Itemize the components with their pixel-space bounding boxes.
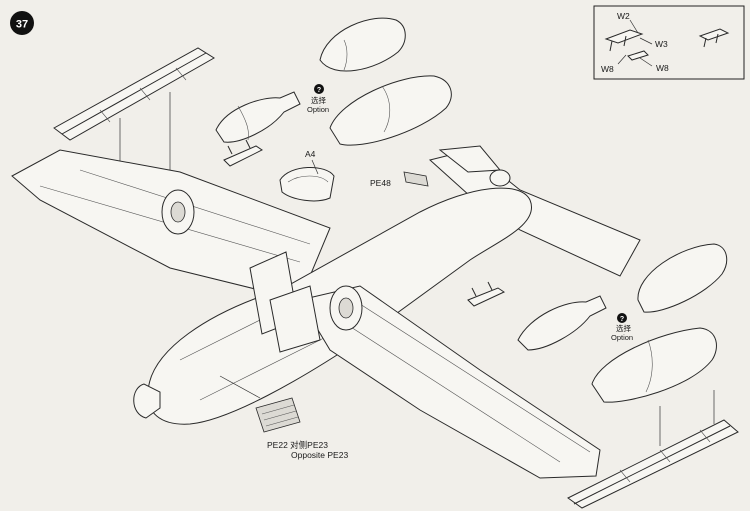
inset-label-w8-left: W8 (601, 64, 614, 74)
option-right-en: Option (611, 333, 633, 342)
pe22-part (219, 375, 301, 433)
option-callout-top: ? 选择 Option (307, 84, 329, 114)
inset-label-w2: W2 (617, 11, 630, 21)
bomb-top (215, 91, 301, 167)
drop-tank-right-upper (637, 243, 728, 313)
bomb-right (467, 281, 607, 351)
option-top-en: Option (307, 105, 329, 114)
svg-text:?: ? (317, 87, 321, 94)
rocket-launcher-right (567, 390, 739, 509)
detail-inset: W2 W3 W8 W8 (593, 5, 745, 80)
option-top-cn: 选择 (311, 95, 326, 105)
svg-text:?: ? (620, 316, 624, 323)
pe48-part: PE48 (370, 171, 429, 188)
inset-label-w8-right: W8 (656, 63, 669, 73)
label-a4: A4 (305, 149, 316, 159)
option-callout-right: ? 选择 Option (611, 313, 633, 342)
step-badge: 37 (10, 11, 34, 35)
canopy-part: A4 (279, 149, 335, 202)
aircraft (11, 145, 641, 479)
option-right-cn: 选择 (616, 323, 631, 333)
label-pe22: PE22 对侧PE23 (267, 440, 328, 450)
label-opposite-pe23: Opposite PE23 (291, 450, 348, 460)
drop-tank-top-lower (329, 75, 452, 146)
inset-label-w3: W3 (655, 39, 668, 49)
drop-tank-top-upper (319, 17, 406, 72)
label-pe48: PE48 (370, 178, 391, 188)
drop-tank-right-lower (591, 327, 717, 403)
step-number: 37 (16, 19, 28, 31)
